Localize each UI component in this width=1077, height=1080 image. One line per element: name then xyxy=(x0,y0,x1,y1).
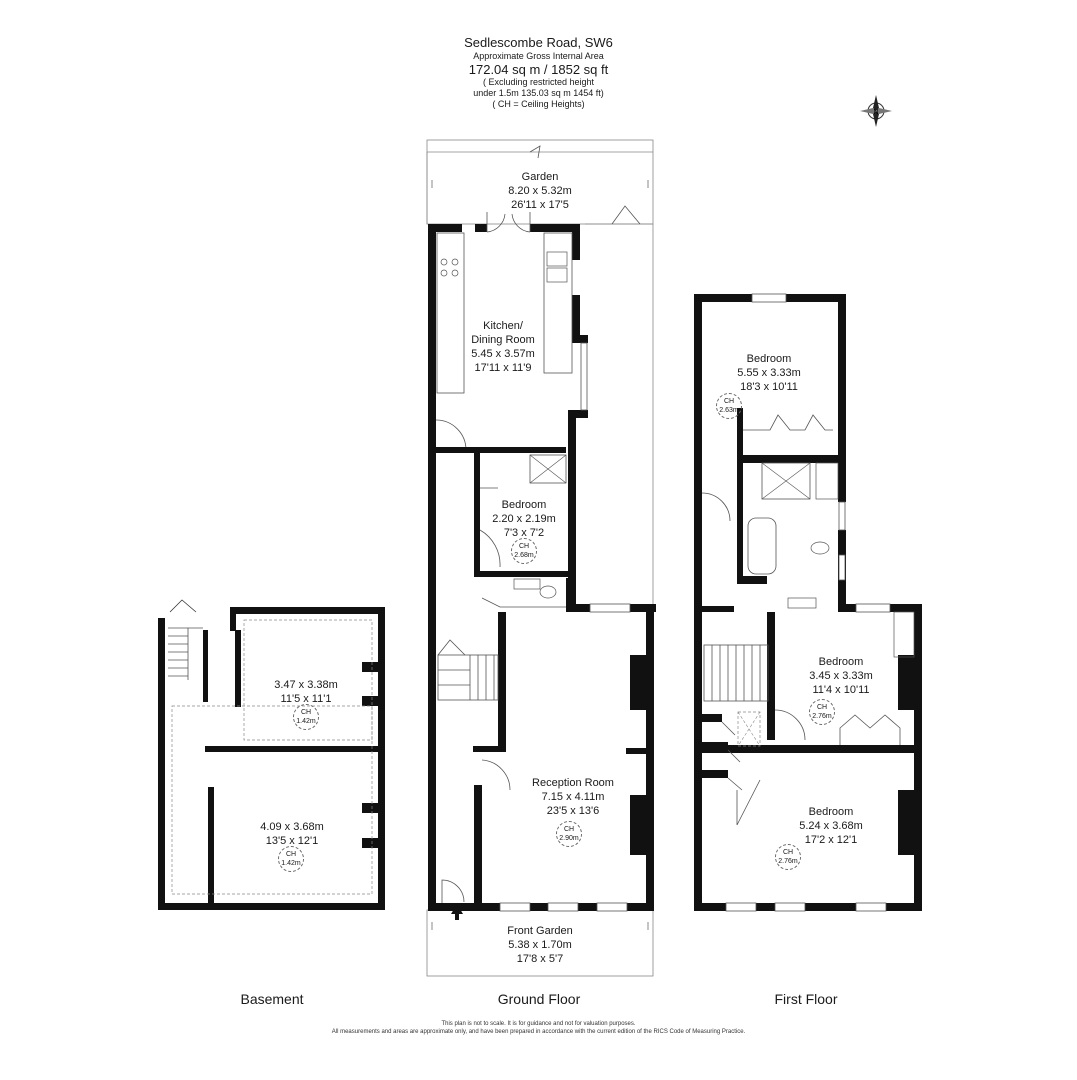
room-metric: 4.09 x 3.68m xyxy=(260,821,324,833)
ch-value: 1.42m xyxy=(281,860,301,867)
reception-label: Reception Room 7.15 x 4.11m 23'5 x 13'6 xyxy=(532,776,614,818)
ch-label: CH xyxy=(300,709,312,716)
room-name: Bedroom xyxy=(746,353,792,365)
ch-value: 1.42m xyxy=(296,718,316,725)
ch-value: 2.76m xyxy=(812,713,832,720)
ground-floor-plan xyxy=(426,139,656,977)
front-garden-label: Front Garden 5.38 x 1.70m 17'8 x 5'7 xyxy=(507,924,572,966)
basement-lower-label: 4.09 x 3.68m 13'5 x 12'1 xyxy=(260,820,324,848)
area-caption: Approximate Gross Internal Area xyxy=(473,51,604,61)
room-metric: 5.38 x 1.70m xyxy=(508,939,572,951)
room-name: Reception Room xyxy=(532,777,614,789)
compass-north-label: N xyxy=(873,109,878,116)
ch-label: CH xyxy=(723,398,735,405)
basement-plan xyxy=(158,599,385,910)
ch-label: CH xyxy=(563,826,575,833)
room-metric: 8.20 x 5.32m xyxy=(508,185,572,197)
room-name: Bedroom xyxy=(501,499,547,511)
ch-label: CH xyxy=(816,704,828,711)
floor-label-ground: Ground Floor xyxy=(497,991,581,1007)
floor-label-first: First Floor xyxy=(774,991,838,1007)
ff-bedroom-mid-label: Bedroom 3.45 x 3.33m 11'4 x 10'11 xyxy=(809,655,873,697)
room-imperial: 17'2 x 12'1 xyxy=(804,834,858,846)
room-metric: 5.55 x 3.33m xyxy=(737,367,801,379)
room-name: Garden xyxy=(521,171,559,183)
ch-marker-reception: CH 2.90m xyxy=(556,821,582,847)
kitchen-label: Kitchen/ Dining Room 5.45 x 3.57m 17'11 … xyxy=(471,319,535,375)
ch-label: CH xyxy=(518,543,530,550)
room-imperial: 23'5 x 13'6 xyxy=(546,805,600,817)
first-floor-plan xyxy=(694,293,922,912)
ch-note: ( CH = Ceiling Heights) xyxy=(492,99,585,109)
ch-marker-basement-upper: CH 1.42m xyxy=(293,704,319,730)
ch-value: 2.63m xyxy=(719,407,739,414)
ch-marker-ff-front: CH 2.76m xyxy=(775,844,801,870)
room-metric: 3.47 x 3.38m xyxy=(274,679,338,691)
restricted-line-2: under 1.5m 135.03 sq m 1454 ft) xyxy=(473,88,604,98)
room-imperial: 18'3 x 10'11 xyxy=(740,381,798,393)
gf-bedroom-label: Bedroom 2.20 x 2.19m 7'3 x 7'2 xyxy=(492,498,556,540)
room-imperial: 7'3 x 7'2 xyxy=(503,527,545,539)
room-imperial: 26'11 x 17'5 xyxy=(511,199,569,211)
room-metric: 5.45 x 3.57m xyxy=(471,348,535,360)
ch-marker-ff-mid: CH 2.76m xyxy=(809,699,835,725)
ch-marker-gf-bedroom: CH 2.68m xyxy=(511,538,537,564)
ff-bedroom-rear-label: Bedroom 5.55 x 3.33m 18'3 x 10'11 xyxy=(737,352,801,394)
room-name: Bedroom xyxy=(808,806,854,818)
room-imperial: 13'5 x 12'1 xyxy=(265,835,319,847)
disclaimer-line-2: All measurements and areas are approxima… xyxy=(331,1029,746,1035)
total-area: 172.04 sq m / 1852 sq ft xyxy=(468,62,609,77)
restricted-line-1: ( Excluding restricted height xyxy=(482,77,595,87)
room-metric: 5.24 x 3.68m xyxy=(799,820,863,832)
room-name: Kitchen/ xyxy=(483,320,523,332)
room-name-2: Dining Room xyxy=(471,334,535,346)
ff-bedroom-front-label: Bedroom 5.24 x 3.68m 17'2 x 12'1 xyxy=(799,805,863,847)
floor-label-basement: Basement xyxy=(240,991,304,1007)
address-title: Sedlescombe Road, SW6 xyxy=(464,35,613,50)
disclaimer-line-1: This plan is not to scale. It is for gui… xyxy=(441,1021,636,1027)
ch-label: CH xyxy=(782,849,794,856)
room-imperial: 11'5 x 11'1 xyxy=(280,693,332,705)
room-metric: 2.20 x 2.19m xyxy=(492,513,556,525)
ch-value: 2.90m xyxy=(559,835,579,842)
ch-marker-ff-rear: CH 2.63m xyxy=(716,393,742,419)
room-imperial: 17'11 x 11'9 xyxy=(474,362,532,374)
ch-value: 2.76m xyxy=(778,858,798,865)
basement-upper-label: 3.47 x 3.38m 11'5 x 11'1 xyxy=(274,678,338,706)
compass-icon: N xyxy=(857,92,895,130)
ch-value: 2.68m xyxy=(514,552,534,559)
room-metric: 7.15 x 4.11m xyxy=(541,791,605,803)
room-imperial: 11'4 x 10'11 xyxy=(812,684,870,696)
room-metric: 3.45 x 3.33m xyxy=(809,670,873,682)
ch-label: CH xyxy=(285,851,297,858)
disclaimer: This plan is not to scale. It is for gui… xyxy=(0,1020,1077,1036)
room-name: Front Garden xyxy=(507,925,573,937)
garden-label: Garden 8.20 x 5.32m 26'11 x 17'5 xyxy=(508,170,572,212)
ch-marker-basement-lower: CH 1.42m xyxy=(278,846,304,872)
room-imperial: 17'8 x 5'7 xyxy=(516,953,564,965)
plan-header: Sedlescombe Road, SW6 Approximate Gross … xyxy=(0,34,1077,110)
room-name: Bedroom xyxy=(818,656,864,668)
